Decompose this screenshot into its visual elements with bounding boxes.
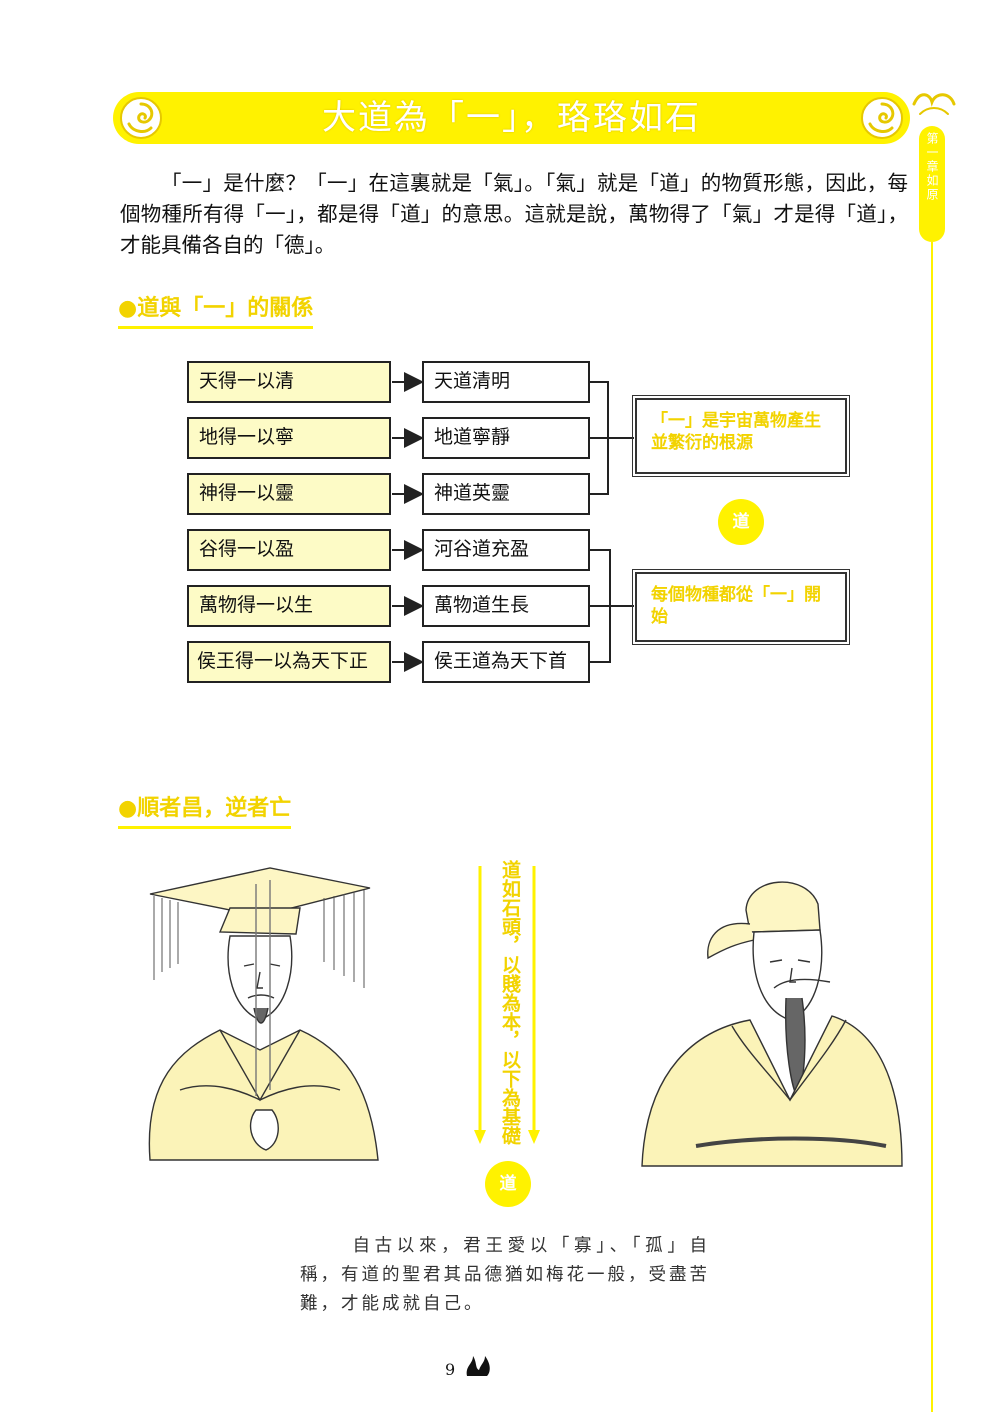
chapter-tab — [919, 126, 945, 242]
diagram-left-box: 谷得一以盈 — [187, 529, 391, 571]
diagram-connectors — [392, 372, 634, 672]
swirl-ornament-icon — [120, 97, 162, 139]
chapter-tab-label: 第一章如原 — [925, 132, 939, 202]
cloud-ornament-icon — [912, 93, 956, 115]
title-banner — [113, 92, 910, 144]
result-box-start: 每個物種都從「一」開始 — [632, 569, 850, 645]
emperor-illustration — [148, 867, 379, 1161]
page-title: 大道為「一」，珞珞如石 — [322, 98, 701, 138]
flame-ornament-icon — [466, 1356, 490, 1376]
diagram-right-box: 神道英靈 — [422, 473, 590, 515]
dao-circle-badge: 道 — [485, 1161, 531, 1207]
side-rule — [931, 242, 933, 1412]
diagram-right-box: 萬物道生長 — [422, 585, 590, 627]
dao-circle-badge: 道 — [718, 499, 764, 545]
vertical-slogan: 道如石頭，以賤為本，以下為基礎 — [499, 860, 521, 1145]
diagram-left-box: 萬物得一以生 — [187, 585, 391, 627]
diagram-right-box: 天道清明 — [422, 361, 590, 403]
diagram-left-box: 天得一以清 — [187, 361, 391, 403]
section-heading-relationship: ●道與「一」的關係 — [118, 290, 314, 329]
page-number: 9 — [445, 1360, 456, 1379]
diagram-right-box: 地道寧靜 — [422, 417, 590, 459]
diagram-right-box: 侯王道為天下首 — [422, 641, 590, 683]
section-heading-prosper: ●順者昌，逆者亡 — [118, 790, 292, 829]
slogan-arrows — [474, 866, 540, 1144]
illustration-caption: 自古以來，君王愛以「寡」、「孤」自稱，有道的聖君其品德猶如梅花一般，受盡苦難，才… — [300, 1236, 710, 1314]
swirl-ornament-icon — [861, 97, 903, 139]
diagram-left-box: 神得一以靈 — [187, 473, 391, 515]
diagram-right-box: 河谷道充盈 — [422, 529, 590, 571]
official-illustration — [641, 881, 903, 1167]
result-box-origin: 「一」是宇宙萬物產生並繁衍的根源 — [632, 395, 850, 477]
intro-paragraph: 「一」是什麼？「一」在這裏就是「氣」。「氣」就是「道」的物質形態，因此，每個物種… — [120, 171, 908, 257]
diagram-left-box: 侯王得一以為天下正 — [187, 641, 391, 683]
diagram-left-box: 地得一以寧 — [187, 417, 391, 459]
